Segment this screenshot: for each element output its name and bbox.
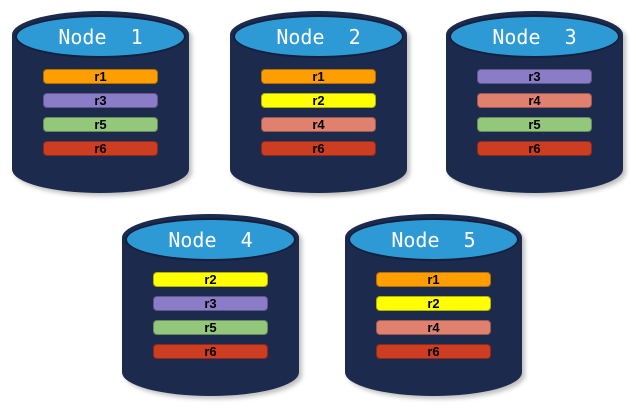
node-5-cylinder: Node 5 r1 r2 r4 r6: [345, 214, 522, 396]
node-title: Node 5: [391, 228, 476, 252]
record-bar: r6: [153, 344, 268, 359]
record-bar: r1: [43, 69, 158, 84]
record-bar: r2: [153, 272, 268, 287]
record-bar: r5: [153, 320, 268, 335]
record-bar: r2: [376, 296, 491, 311]
record-list: r1 r2 r4 r6: [261, 69, 376, 165]
record-list: r3 r4 r5 r6: [477, 69, 592, 165]
cylinder-top-ellipse: [348, 218, 519, 261]
record-bar: r6: [43, 141, 158, 156]
record-bar: r4: [261, 117, 376, 132]
node-1-cylinder: Node 1 r1 r3 r5 r6: [12, 11, 189, 193]
cylinder-top-ellipse: [125, 218, 296, 261]
record-bar: r1: [376, 272, 491, 287]
node-2-cylinder: Node 2 r1 r2 r4 r6: [230, 11, 407, 193]
record-bar: r3: [153, 296, 268, 311]
record-bar: r1: [261, 69, 376, 84]
record-bar: r5: [43, 117, 158, 132]
node-title: Node 3: [492, 25, 577, 49]
record-bar: r6: [261, 141, 376, 156]
node-4-cylinder: Node 4 r2 r3 r5 r6: [122, 214, 299, 396]
cylinder-top-ellipse: [15, 15, 186, 58]
record-bar: r2: [261, 93, 376, 108]
record-list: r1 r2 r4 r6: [376, 272, 491, 368]
node-3-cylinder: Node 3 r3 r4 r5 r6: [446, 11, 623, 193]
cylinder-top-ellipse: [233, 15, 404, 58]
record-bar: r4: [477, 93, 592, 108]
record-bar: r6: [376, 344, 491, 359]
node-title: Node 2: [276, 25, 361, 49]
record-bar: r5: [477, 117, 592, 132]
record-bar: r3: [477, 69, 592, 84]
record-bar: r3: [43, 93, 158, 108]
record-bar: r6: [477, 141, 592, 156]
record-bar: r4: [376, 320, 491, 335]
record-list: r2 r3 r5 r6: [153, 272, 268, 368]
node-title: Node 1: [58, 25, 143, 49]
node-title: Node 4: [168, 228, 253, 252]
record-list: r1 r3 r5 r6: [43, 69, 158, 165]
cylinder-top-ellipse: [449, 15, 620, 58]
